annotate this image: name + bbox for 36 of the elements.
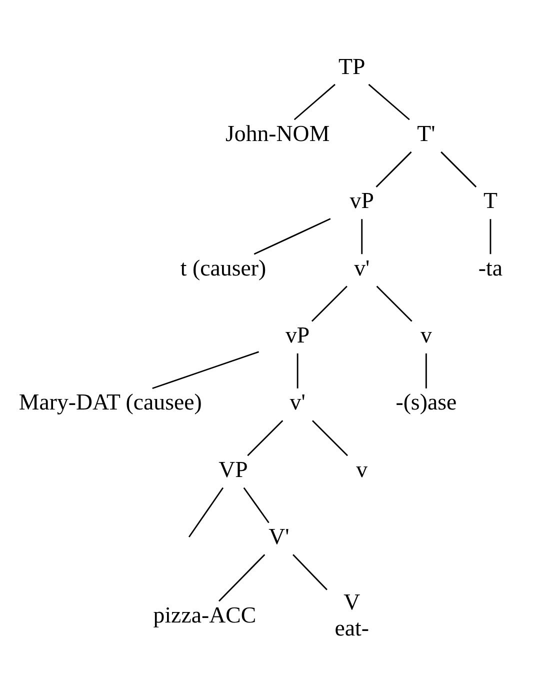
node-text: vP	[286, 322, 310, 347]
node-text: John-NOM	[226, 120, 330, 146]
connector	[218, 554, 266, 602]
node-text: Mary-DAT (causee)	[18, 389, 202, 414]
node-text: t (causer)	[180, 254, 266, 280]
connector	[243, 486, 270, 523]
node-text: VP	[218, 456, 248, 482]
node-text: -ta	[478, 254, 503, 280]
node-text: TP	[338, 53, 366, 78]
connector	[188, 486, 224, 537]
node-text: v'	[290, 389, 306, 414]
connector	[376, 285, 412, 322]
connector	[361, 218, 363, 254]
node-text: T'	[417, 120, 436, 146]
connector	[152, 350, 260, 389]
node-text: V eat-	[334, 589, 370, 640]
connector	[292, 554, 328, 590]
node-text: pizza-ACC	[153, 602, 256, 628]
connector	[294, 83, 336, 120]
connector	[296, 352, 298, 388]
connector	[254, 218, 331, 254]
connector	[490, 218, 492, 254]
connector	[368, 83, 410, 120]
node-text: v	[356, 456, 368, 482]
node-text: -(s)ase	[396, 389, 457, 414]
node-text: V'	[268, 523, 290, 548]
node-text: v	[420, 322, 432, 347]
connector	[425, 352, 427, 388]
connector	[312, 420, 348, 456]
node-text: vP	[350, 188, 374, 213]
node-text: v'	[354, 254, 370, 280]
node-text: T	[483, 188, 498, 213]
connector	[376, 150, 412, 187]
connector	[311, 285, 348, 322]
connector	[247, 420, 284, 456]
connector	[440, 150, 477, 187]
